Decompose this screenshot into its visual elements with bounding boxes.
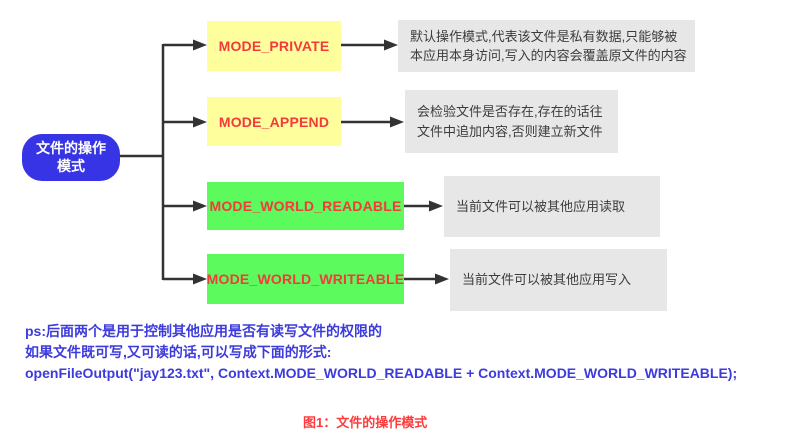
arrowhead-icon <box>429 200 443 212</box>
root-node-label-line2: 模式 <box>57 157 85 174</box>
ps-note-line1: ps:后面两个是用于控制其他应用是否有读写文件的权限的 <box>25 323 382 339</box>
description-box-append: 会检验文件是否存在,存在的话往 文件中追加内容,否则建立新文件 <box>405 90 618 153</box>
description-box-world-writeable: 当前文件可以被其他应用写入 <box>450 249 667 311</box>
arrowhead-icon <box>435 273 449 285</box>
arrowhead-icon <box>193 116 207 128</box>
description-line: 文件中追加内容,否则建立新文件 <box>417 123 603 139</box>
description-line: 当前文件可以被其他应用写入 <box>462 272 632 288</box>
mode-node-append: MODE_APPEND <box>207 97 341 146</box>
arrowhead-icon <box>193 39 207 51</box>
arrowhead-icon <box>193 273 207 285</box>
root-node-file-operation-modes: 文件的操作 模式 <box>22 134 120 181</box>
arrowhead-icon <box>193 200 207 212</box>
mode-label: MODE_WORLD_READABLE <box>209 198 402 214</box>
mode-label: MODE_APPEND <box>218 113 330 130</box>
figure-caption: 图1：文件的操作模式 <box>303 415 428 430</box>
description-line: 会检验文件是否存在,存在的话往 <box>417 104 603 119</box>
ps-note: ps:后面两个是用于控制其他应用是否有读写文件的权限的 如果文件既可写,又可读的… <box>25 321 737 384</box>
description-line: 默认操作模式,代表该文件是私有数据,只能够被 <box>410 28 678 44</box>
arrowhead-icon <box>384 39 398 51</box>
ps-note-line2: 如果文件既可写,又可读的话,可以写成下面的形式: <box>25 344 332 360</box>
description-line: 当前文件可以被其他应用读取 <box>456 198 626 214</box>
root-node-label-line1: 文件的操作 <box>36 140 106 156</box>
mode-node-world-writeable: MODE_WORLD_WRITEABLE <box>207 254 404 304</box>
mode-node-private: MODE_PRIVATE <box>207 21 341 71</box>
description-box-world-readable: 当前文件可以被其他应用读取 <box>444 176 660 237</box>
arrowhead-icon <box>390 116 404 128</box>
description-box-private: 默认操作模式,代表该文件是私有数据,只能够被 本应用本身访问,写入的内容会覆盖原… <box>398 20 695 72</box>
mode-label: MODE_PRIVATE <box>218 38 330 54</box>
mode-label: MODE_WORLD_WRITEABLE <box>206 271 405 287</box>
description-line: 本应用本身访问,写入的内容会覆盖原文件的内容 <box>410 48 687 63</box>
ps-note-code-line: openFileOutput("jay123.txt", Context.MOD… <box>25 365 738 381</box>
mode-node-world-readable: MODE_WORLD_READABLE <box>207 182 404 230</box>
